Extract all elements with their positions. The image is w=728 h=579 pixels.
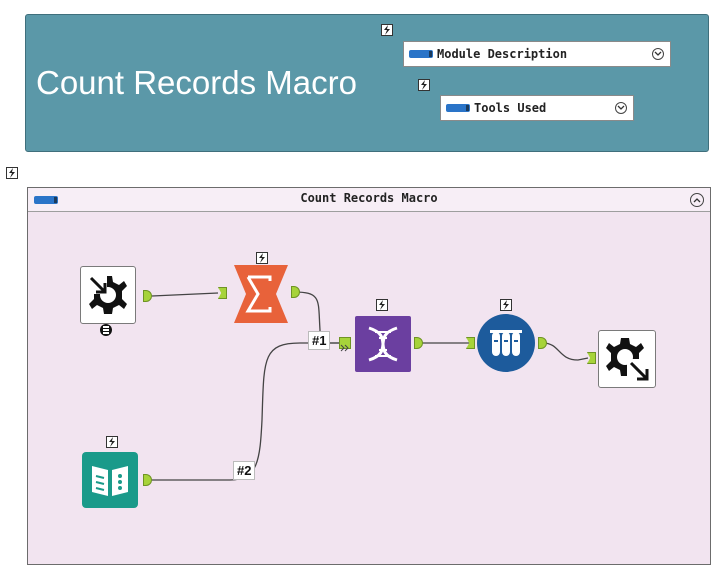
lightning-bolt-icon[interactable] [6,167,18,179]
summation-icon [234,265,288,323]
macro-input-tool[interactable] [80,266,136,324]
connection-label: #1 [308,331,331,350]
module-description-label: Module Description [437,47,568,61]
tools-used-label: Tools Used [474,101,547,115]
toggle-icon[interactable] [446,104,470,112]
chevron-down-icon[interactable] [652,48,664,60]
tool-container[interactable]: Count Records Macro [27,187,711,565]
summarize-tool[interactable] [228,265,288,323]
lightning-bolt-icon[interactable] [106,436,118,448]
page-title: Count Records Macro [36,64,357,101]
header-banner: Count Records Macro [25,14,709,152]
output-anchor[interactable] [143,474,152,486]
output-anchor[interactable] [291,286,300,298]
lightning-bolt-icon[interactable] [500,299,512,311]
tools-used-box[interactable]: Tools Used [440,95,634,121]
lightning-bolt-icon[interactable] [418,79,430,91]
formula-tool[interactable] [477,314,535,372]
lightning-bolt-icon[interactable] [256,252,268,264]
chevron-up-icon[interactable] [690,193,704,207]
macro-output-tool[interactable] [598,330,656,388]
book-icon [92,466,128,496]
input-badge-icon [100,324,112,336]
macro-output-gear-icon [606,338,651,383]
toggle-icon[interactable] [409,50,433,58]
output-anchor[interactable] [538,337,547,349]
chevron-down-icon[interactable] [615,102,627,114]
text-input-tool[interactable] [82,452,138,508]
output-anchor[interactable] [414,337,423,349]
connection-label: #2 [233,461,256,480]
container-header[interactable]: Count Records Macro [28,188,710,212]
dna-icon [368,326,398,362]
container-title: Count Records Macro [300,191,438,205]
container-toggle-icon[interactable] [34,196,58,204]
macro-input-gear-icon [85,272,127,314]
output-anchor[interactable] [143,290,152,302]
append-fields-tool[interactable] [355,316,411,372]
module-description-box[interactable]: Module Description [403,41,671,67]
test-tubes-icon [490,330,522,356]
lightning-bolt-icon[interactable] [376,299,388,311]
multi-input-anchor[interactable] [339,337,351,352]
lightning-bolt-icon[interactable] [381,24,393,36]
